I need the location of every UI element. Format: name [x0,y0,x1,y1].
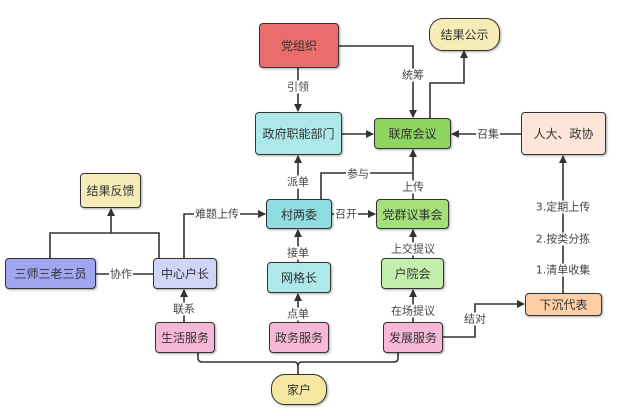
label-convene: 召集 [476,127,500,141]
label-accept-order: 接单 [286,246,310,260]
label-pair: 结对 [463,312,487,326]
node-life-service[interactable]: 生活服务 [155,322,215,353]
node-result-publish[interactable]: 结果公示 [429,18,500,51]
label-problem-upload: 难题上传 [194,207,240,221]
label-submit-proposal: 上交提议 [390,242,436,256]
label-upload: 上传 [401,180,425,194]
node-gov-depts[interactable]: 政府职能部门 [255,112,342,155]
label-contact: 联系 [172,302,196,316]
brace-households [197,353,399,374]
node-three-groups[interactable]: 三师三老三员 [5,258,96,289]
node-village-committees[interactable]: 村两委 [266,199,332,229]
edge-publish [429,50,468,118]
edge-problem-upload [183,210,266,258]
node-party-mass-council[interactable]: 党群议事会 [376,199,449,229]
label-cooperate: 协作 [109,267,133,281]
label-participate: 参与 [346,167,370,181]
node-households[interactable]: 家户 [271,374,327,405]
label-lead: 引领 [286,80,310,94]
label-place-order: 点单 [286,307,310,321]
node-party-org[interactable]: 党组织 [259,23,339,68]
label-hold: 召开 [334,207,358,221]
node-npc-cppcc[interactable]: 人大、政协 [521,112,606,155]
edge-feedback [49,209,160,258]
node-central-household-head[interactable]: 中心户长 [153,258,217,289]
label-step1: 1.清单收集 [534,263,592,277]
edge-coordinate [339,45,417,118]
label-coordinate: 统筹 [401,68,425,82]
node-gov-service[interactable]: 政务服务 [269,322,329,353]
node-courtyard-meeting[interactable]: 户院会 [381,258,444,289]
label-dispatch: 派单 [286,175,310,189]
node-dev-service[interactable]: 发展服务 [383,322,443,353]
node-joint-meeting[interactable]: 联席会议 [374,118,451,149]
label-step3: 3.定期上传 [534,200,592,214]
node-sinking-reps[interactable]: 下沉代表 [525,293,602,316]
node-grid-leader[interactable]: 网格长 [267,262,331,293]
label-step2: 2.按类分拣 [534,232,592,246]
label-onsite-proposal: 在场提议 [390,304,436,318]
edge-participate [320,172,413,200]
node-result-feedback[interactable]: 结果反馈 [80,173,141,208]
